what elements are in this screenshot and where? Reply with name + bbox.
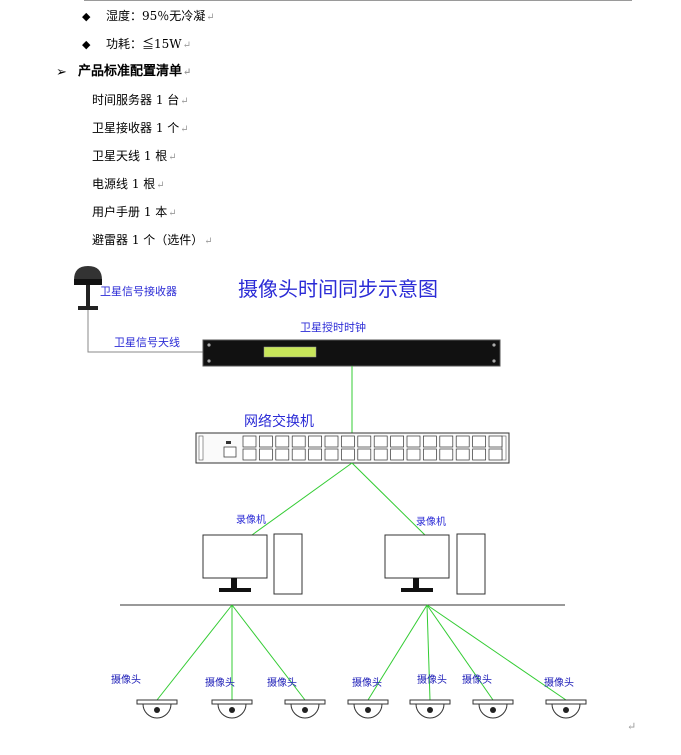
paragraph-mark: ↵ xyxy=(183,67,192,78)
dome-camera-icon xyxy=(347,699,389,719)
switch-port xyxy=(259,435,273,448)
config-item: 卫星天线 1 根↵ xyxy=(92,148,177,166)
switch-port xyxy=(373,435,388,448)
paragraph-mark: ↵ xyxy=(180,124,189,135)
dome-camera-icon xyxy=(472,699,514,719)
switch-port xyxy=(308,435,322,448)
switch-port xyxy=(308,448,322,461)
switch-port xyxy=(291,448,306,461)
switch-port xyxy=(390,448,404,461)
camera-links xyxy=(156,604,567,701)
switch-ports xyxy=(242,435,503,461)
camera-label: 摄像头 xyxy=(267,676,297,689)
switch-port xyxy=(357,435,372,448)
config-item: 卫星接收器 1 个↵ xyxy=(92,120,189,138)
config-item-text: 卫星天线 1 根 xyxy=(92,149,168,163)
switch-port xyxy=(423,448,437,461)
paragraph-mark: ↵ xyxy=(182,40,192,51)
paragraph-mark: ↵ xyxy=(206,12,215,23)
switch-port xyxy=(373,448,388,461)
config-item: 避雷器 1 个（选件）↵ xyxy=(92,232,213,250)
switch-port xyxy=(275,435,290,448)
recorder-workstation xyxy=(384,533,486,595)
paragraph-mark: ↵ xyxy=(627,720,637,733)
camera-label: 摄像头 xyxy=(417,673,447,686)
spec-power-value: ≦15W xyxy=(142,37,182,51)
config-item: 电源线 1 根↵ xyxy=(92,176,165,194)
switch-port xyxy=(488,448,503,461)
camera-label: 摄像头 xyxy=(352,676,382,689)
switch-port xyxy=(341,448,355,461)
spec-humidity-label: 湿度： xyxy=(106,9,143,23)
switch-port xyxy=(406,435,421,448)
dome-camera-icon xyxy=(211,699,253,719)
spec-power-label: 功耗： xyxy=(106,37,143,51)
switch-port xyxy=(341,435,355,448)
config-heading-title: 产品标准配置清单 xyxy=(78,64,183,79)
switch-port xyxy=(390,435,404,448)
switch-port xyxy=(455,435,470,448)
switch-recorder-link xyxy=(244,462,353,541)
config-item-text: 卫星接收器 1 个 xyxy=(92,121,180,135)
switch-port xyxy=(472,435,486,448)
config-item-text: 用户手册 1 本 xyxy=(92,205,168,219)
config-heading: 产品标准配置清单↵ xyxy=(78,64,191,81)
paragraph-mark: ↵ xyxy=(168,208,177,219)
config-item-text: 避雷器 1 个（选件） xyxy=(92,233,204,247)
switch-port xyxy=(423,435,437,448)
config-item: 用户手册 1 本↵ xyxy=(92,204,177,222)
paragraph-mark: ↵ xyxy=(180,96,189,107)
dome-camera-icon xyxy=(136,699,178,719)
spec-power: 功耗：≦15W↵ xyxy=(106,36,191,54)
recorder-label: 录像机 xyxy=(416,515,446,528)
camera-label: 摄像头 xyxy=(111,673,141,686)
antenna-cable xyxy=(87,310,206,353)
spec-bullet-humidity: ◆ xyxy=(82,10,91,23)
switch-port xyxy=(406,448,421,461)
switch-port xyxy=(357,448,372,461)
camera-label: 摄像头 xyxy=(205,676,235,689)
antenna-label: 卫星信号天线 xyxy=(114,335,180,349)
recorder-workstation xyxy=(202,533,303,595)
switch-port xyxy=(439,435,454,448)
heading-arrow-bullet: ➢ xyxy=(56,65,67,80)
paragraph-mark: ↵ xyxy=(204,236,213,247)
spec-bullet-power: ◆ xyxy=(82,38,91,51)
camera-label: 摄像头 xyxy=(544,676,574,689)
diagram-title: 摄像头时间同步示意图 xyxy=(238,277,438,301)
switch-port xyxy=(439,448,454,461)
camera-label: 摄像头 xyxy=(462,673,492,686)
switch-port xyxy=(488,435,503,448)
spec-humidity: 湿度：95％无冷凝↵ xyxy=(106,8,215,26)
config-item-text: 电源线 1 根 xyxy=(92,177,156,191)
satellite-receiver-icon xyxy=(74,266,102,310)
network-switch-device xyxy=(195,432,510,464)
dome-camera-icon xyxy=(545,699,587,719)
header-rule xyxy=(84,0,632,1)
dome-camera-icon xyxy=(284,699,326,719)
spec-humidity-value: 95％无冷凝 xyxy=(142,9,206,23)
recorder-label: 录像机 xyxy=(236,513,266,526)
config-item: 时间服务器 1 台↵ xyxy=(92,92,189,110)
switch-port xyxy=(324,448,339,461)
switch-port xyxy=(291,435,306,448)
satellite-clock-device xyxy=(202,339,501,367)
config-item-text: 时间服务器 1 台 xyxy=(92,93,180,107)
switch-port xyxy=(242,448,257,461)
receiver-label: 卫星信号接收器 xyxy=(100,284,177,298)
switch-port xyxy=(455,448,470,461)
switch-port xyxy=(242,435,257,448)
dome-camera-icon xyxy=(409,699,451,719)
switch-port xyxy=(472,448,486,461)
switch-port xyxy=(324,435,339,448)
clock-label: 卫星授时时钟 xyxy=(300,320,366,334)
switch-port xyxy=(275,448,290,461)
paragraph-mark: ↵ xyxy=(168,152,177,163)
clock-display xyxy=(263,346,317,358)
paragraph-mark: ↵ xyxy=(156,180,165,191)
switch-port xyxy=(259,448,273,461)
switch-recorder-link xyxy=(351,462,431,541)
switch-label: 网络交换机 xyxy=(244,413,314,430)
